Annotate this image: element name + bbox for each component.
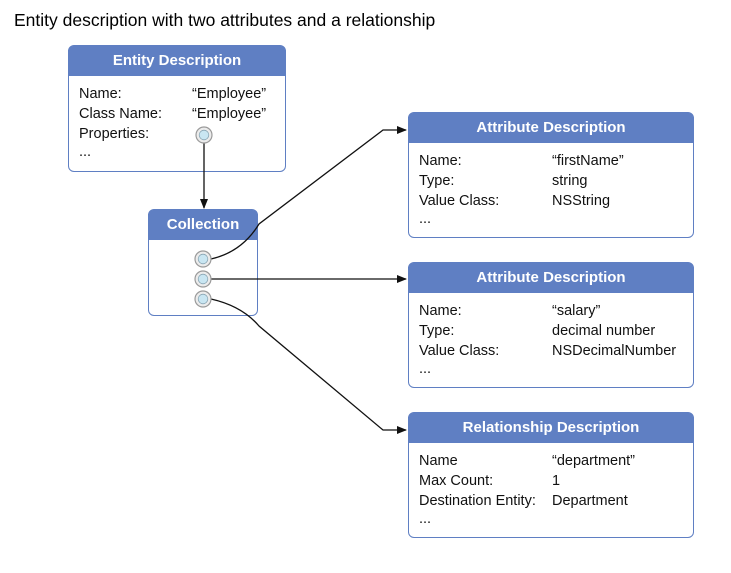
diagram-title: Entity description with two attributes a… <box>14 10 436 30</box>
attribute-description-header: Attribute Description <box>409 113 693 143</box>
relationship-description-box: Relationship Description Name “departmen… <box>408 412 694 538</box>
attribute1-row-name: Name: “firstName” <box>419 153 624 169</box>
entity-row-class-name: Class Name: “Employee” <box>79 106 267 122</box>
collection-connector-icon <box>194 290 212 308</box>
attribute1-row-type: Type: string <box>419 173 588 189</box>
relationship-row-destination-entity: Destination Entity: Department <box>419 493 628 509</box>
entity-row-name: Name: “Employee” <box>79 86 267 102</box>
attribute1-row-value-class: Value Class: NSString <box>419 193 611 209</box>
relationship-row-max-count: Max Count: 1 <box>419 473 561 489</box>
attribute-description-firstname-box: Attribute Description Name: “firstName” … <box>408 112 694 238</box>
collection-box: Collection <box>148 209 258 316</box>
attribute2-row-name: Name: “salary” <box>419 303 601 319</box>
entity-ellipsis: ... <box>79 144 92 160</box>
relationship-ellipsis: ... <box>419 511 432 527</box>
attribute-description-salary-box: Attribute Description Name: “salary” Typ… <box>408 262 694 388</box>
entity-description-header: Entity Description <box>69 46 285 76</box>
entity-row-properties: Properties: <box>79 126 150 142</box>
relationship-description-header: Relationship Description <box>409 413 693 443</box>
attribute-description-header: Attribute Description <box>409 263 693 293</box>
collection-header: Collection <box>149 210 257 240</box>
collection-connector-icon <box>194 270 212 288</box>
arrow-collection-to-relationship <box>210 298 407 434</box>
properties-connector-icon <box>195 126 213 144</box>
attribute2-row-value-class: Value Class: NSDecimalNumber <box>419 343 677 359</box>
attribute2-ellipsis: ... <box>419 361 432 377</box>
attribute2-row-type: Type: decimal number <box>419 323 656 339</box>
attribute1-ellipsis: ... <box>419 211 432 227</box>
entity-description-box: Entity Description Name: “Employee” Clas… <box>68 45 286 172</box>
relationship-row-name: Name “department” <box>419 453 636 469</box>
arrow-collection-to-attribute-firstname <box>210 126 407 260</box>
collection-connector-icon <box>194 250 212 268</box>
